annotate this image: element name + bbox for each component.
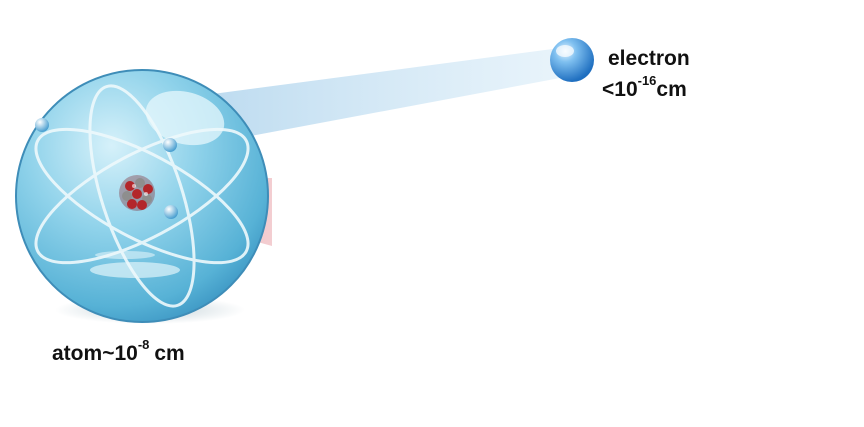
atom-size-base: 10 xyxy=(114,342,138,365)
orbit-electron-3 xyxy=(164,205,178,219)
electron-size-exponent: -16 xyxy=(637,73,657,88)
electron-size-prefix: <10 xyxy=(602,78,638,101)
nucleus-icon xyxy=(119,175,155,211)
electron-size-unit: cm xyxy=(656,78,687,101)
electron-sphere xyxy=(550,38,594,82)
electron-beam xyxy=(205,48,560,138)
atom-reflection-2 xyxy=(95,251,155,259)
electron-size-label: <10-16cm xyxy=(602,74,687,101)
electron-label: electron xyxy=(608,47,690,70)
atom-size-unit: cm xyxy=(154,342,185,365)
orbit-3 xyxy=(88,84,196,308)
atom-reflection xyxy=(90,262,180,278)
atom-size-exponent: -8 xyxy=(137,337,150,352)
electron-orbits xyxy=(34,84,250,308)
atom-approx-symbol: ~ xyxy=(102,342,115,365)
atom-label: atom xyxy=(52,342,103,365)
electron-highlight xyxy=(556,45,574,57)
orbit-1 xyxy=(34,127,250,265)
orbit-electron-2 xyxy=(163,138,177,152)
atom-size-label: atom~10-8 cm xyxy=(52,338,185,365)
orbit-2 xyxy=(34,127,250,265)
orbit-electron-1 xyxy=(35,118,49,132)
